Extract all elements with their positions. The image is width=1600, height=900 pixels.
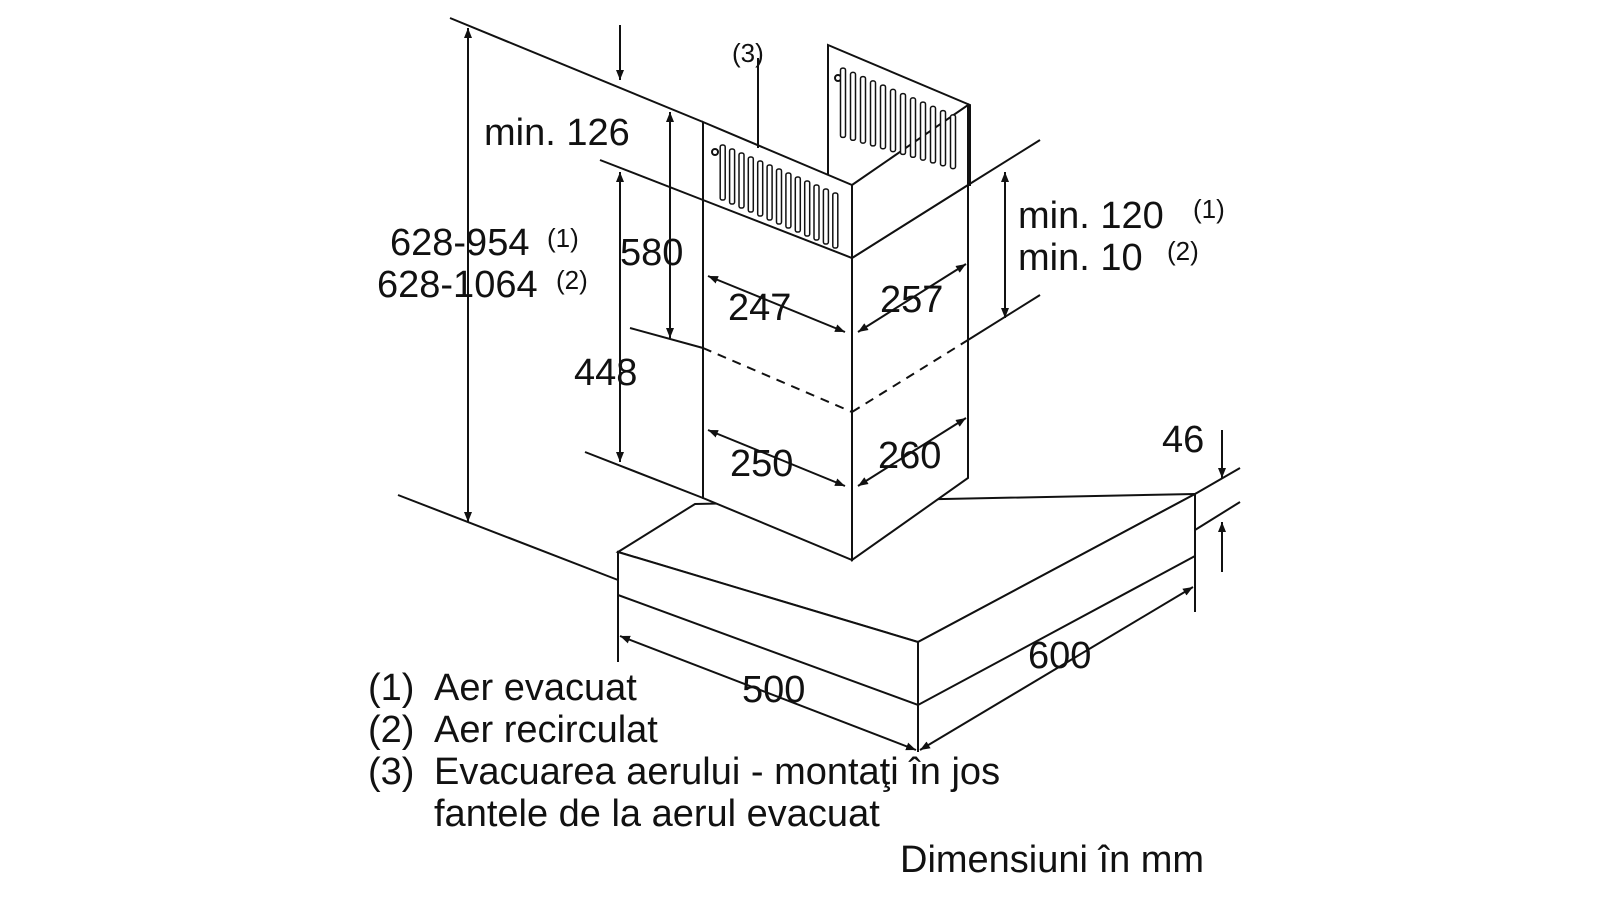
legend-item-3-text-line1: Evacuarea aerului - montaţi în jos	[434, 751, 1000, 793]
min-ceiling-sup-2: (2)	[1167, 236, 1199, 266]
exhaust-slot	[775, 168, 783, 225]
exhaust-slot	[785, 172, 792, 229]
lower-depth-label: 260	[878, 435, 941, 477]
exhaust-slots-back	[839, 67, 957, 170]
exhaust-slot	[747, 156, 755, 213]
canopy-depth-arrow	[619, 635, 917, 751]
screw-hole-icon	[711, 148, 719, 156]
exhaust-slot	[869, 80, 877, 147]
exhaust-slot	[766, 164, 773, 221]
min-ceiling-sup-1: (1)	[1193, 194, 1225, 224]
exhaust-slot	[879, 84, 887, 150]
canopy-height-label: 46	[1162, 419, 1204, 461]
canopy-depth-label: 500	[742, 669, 805, 711]
legend-item-3-text-line2: fantele de la aerul evacuat	[434, 793, 880, 835]
exhaust-slot	[822, 188, 830, 245]
exhaust-slot	[756, 160, 764, 217]
lower-depth-arrow	[857, 417, 967, 487]
exhaust-slot	[813, 184, 820, 241]
exhaust-slot	[719, 144, 726, 201]
legend: (1) Aer evacuat (2) Aer recirculat (3) E…	[368, 667, 1204, 881]
total-height-label-1: 628-954	[390, 222, 529, 264]
upper-width-arrow	[707, 275, 846, 333]
min-ceiling-label-1: min. 120	[1018, 195, 1164, 237]
exhaust-slot	[909, 97, 917, 159]
total-height-sup-1: (1)	[547, 223, 579, 253]
upper-chimney-label: 580	[620, 232, 683, 274]
canopy	[615, 492, 1196, 707]
total-height-label-2: 628-1064	[377, 264, 538, 306]
legend-item-2-number: (2)	[368, 709, 414, 751]
upper-depth-arrow	[857, 263, 967, 333]
legend-item-3-number: (3)	[368, 751, 414, 793]
callout-3-label: (3)	[732, 38, 764, 68]
upper-depth-label: 257	[880, 279, 943, 321]
exhaust-slot	[919, 101, 927, 161]
legend-item-1-number: (1)	[368, 667, 414, 709]
dimension-arrows	[464, 25, 1226, 751]
exhaust-slot	[939, 109, 947, 167]
exhaust-slot	[899, 92, 907, 156]
exhaust-slot	[859, 75, 867, 144]
exhaust-slot	[889, 88, 897, 153]
exhaust-slot	[794, 176, 802, 233]
lower-width-label: 250	[730, 443, 793, 485]
total-height-sup-2: (2)	[556, 265, 588, 295]
lower-chimney-label: 448	[574, 352, 637, 394]
exhaust-slot	[849, 71, 857, 142]
exhaust-slot	[929, 105, 937, 164]
dimension-labels: 628-954 (1) 628-1064 (2) min. 126 580 44…	[377, 38, 1225, 711]
min-ceiling-label-2: min. 10	[1018, 237, 1143, 279]
exhaust-slot	[738, 152, 745, 209]
canopy-width-arrow	[919, 586, 1194, 751]
exhaust-slot	[728, 148, 736, 205]
exhaust-slots-front	[719, 144, 839, 249]
exhaust-slot	[839, 67, 847, 139]
overlap-line-front	[702, 347, 853, 413]
overlap-line-side	[851, 339, 969, 413]
canopy-width-label: 600	[1028, 635, 1091, 677]
legend-item-2-text: Aer recirculat	[434, 709, 658, 751]
units-note: Dimensiuni în mm	[900, 839, 1204, 881]
exhaust-slot	[832, 192, 839, 249]
exhaust-slot	[803, 180, 811, 237]
upper-chimney	[702, 43, 971, 260]
exhaust-slot	[949, 114, 957, 170]
upper-width-label: 247	[728, 287, 791, 329]
lower-width-arrow	[707, 429, 846, 487]
min-top-label: min. 126	[484, 112, 630, 154]
legend-item-1-text: Aer evacuat	[434, 667, 637, 709]
